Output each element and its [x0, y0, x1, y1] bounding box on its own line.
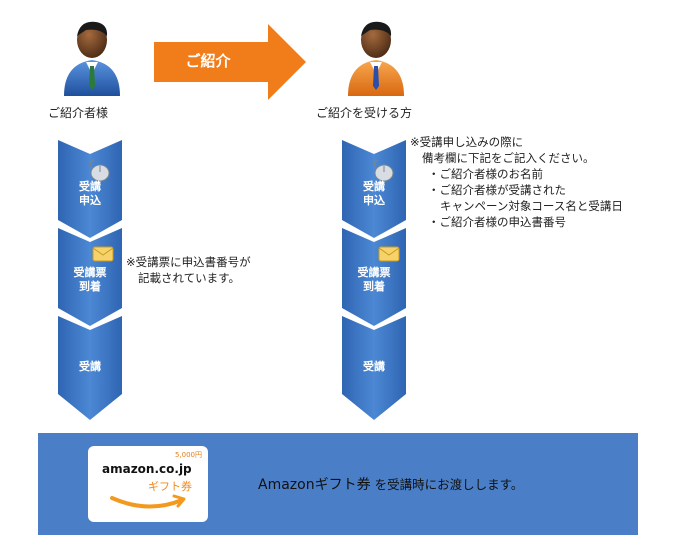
left-note: ※受講票に申込書番号が 記載されています。: [126, 255, 251, 285]
right-note: ※受講申し込みの際に 備考欄に下記をご記入ください。 ・ご紹介者様のお名前 ・ご…: [410, 135, 623, 229]
flow-step-apply-label: 受講申込: [363, 180, 385, 207]
flow-step-apply-shape: [342, 140, 406, 238]
flow-step-ticket-label: 受講票到着: [357, 266, 391, 293]
mouse-icon: [89, 159, 110, 182]
flow-step-apply-label: 受講申込: [79, 180, 101, 207]
gift-card-image: 5,000円 amazon.co.jp ギフト券: [88, 446, 208, 522]
flow-step-attend-label: 受講: [363, 360, 385, 373]
flow-step-attend-shape: [58, 316, 122, 420]
flow-step-attend-label: 受講: [79, 360, 101, 373]
introducer-person-icon: [64, 21, 120, 96]
amazon-smile-icon: [110, 494, 186, 509]
envelope-icon: [378, 246, 400, 262]
referral-arrow: [154, 24, 306, 100]
introducer-caption: ご紹介者様: [48, 106, 109, 120]
envelope-icon: [92, 246, 114, 262]
flow-step-attend-shape: [342, 316, 406, 420]
introducer-flow: [58, 140, 122, 420]
gift-card-amount: 5,000円: [174, 451, 202, 459]
mouse-icon: [373, 159, 394, 182]
flow-step-apply-shape: [58, 140, 122, 238]
referee-person-icon: [348, 21, 404, 96]
referral-arrow-label: ご紹介: [185, 52, 231, 70]
gift-card-label: ギフト券: [148, 480, 192, 493]
gift-card-brand: amazon.co.jp: [102, 462, 192, 476]
referee-caption: ご紹介を受ける方: [316, 106, 413, 120]
flow-step-ticket-label: 受講票到着: [73, 266, 107, 293]
banner-text: Amazonギフト券 を受講時にお渡しします。: [258, 477, 524, 493]
